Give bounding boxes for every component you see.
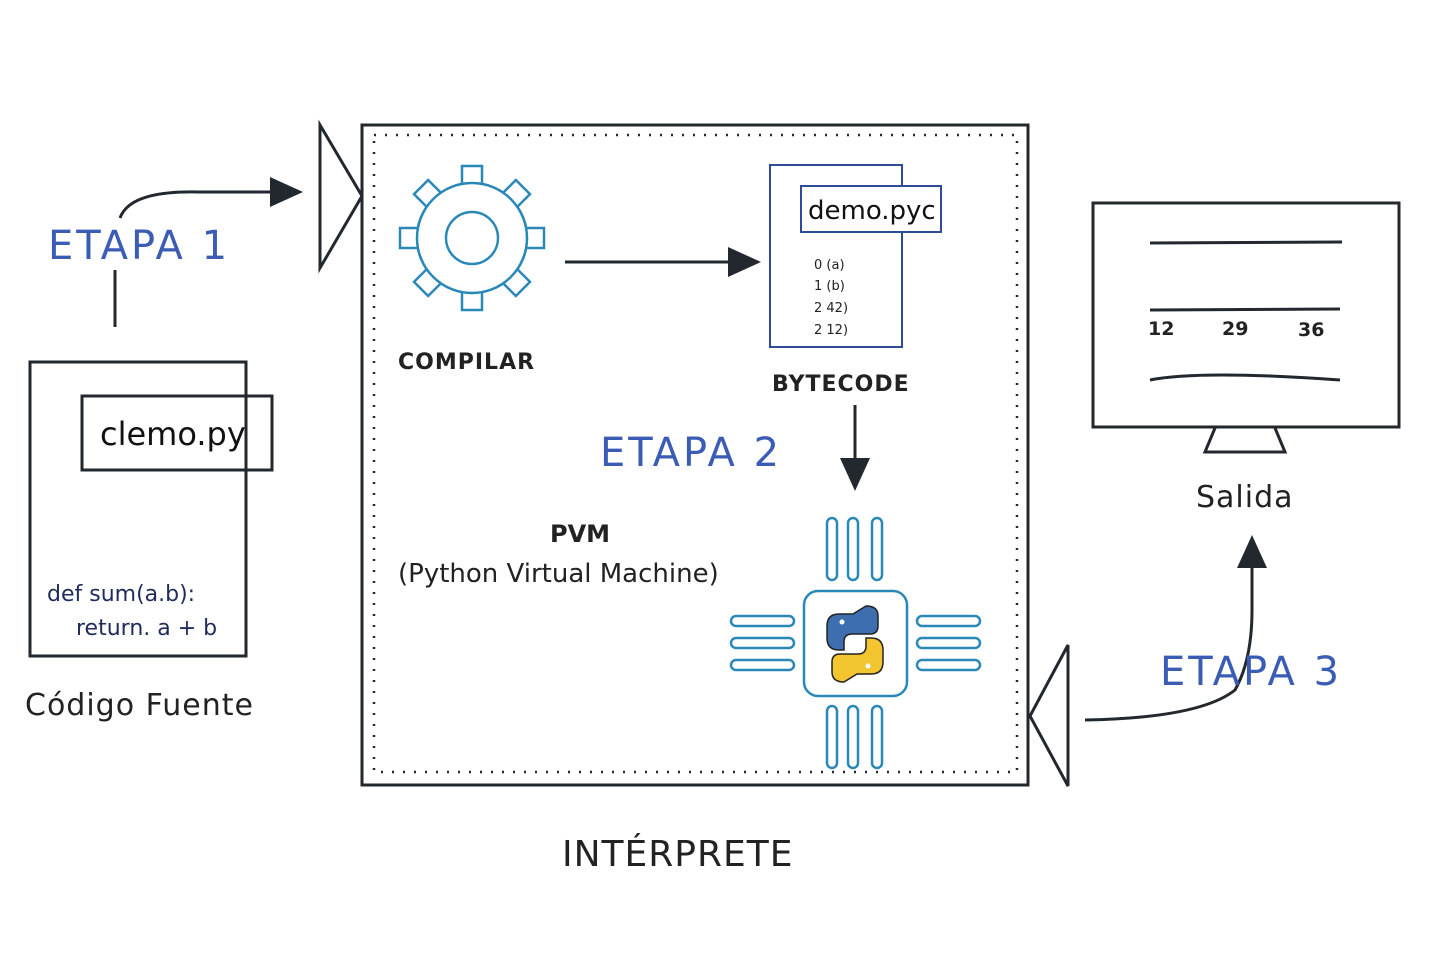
bytecode-filename-tag [800, 185, 942, 233]
stage2-label: ETAPA 2 [600, 430, 782, 476]
stage3-label: ETAPA 3 [1160, 649, 1342, 695]
stage1-label: ETAPA 1 [48, 223, 230, 269]
pvm-title: PVM [550, 520, 610, 548]
output-funnel [1028, 644, 1070, 787]
gear-icon [398, 164, 546, 312]
pvm-subtitle: (Python Virtual Machine) [398, 559, 719, 589]
source-filename-tag [80, 394, 274, 472]
bytecode-file: demo.pyc 0 (a) 1 (b) 2 42) 2 12) [769, 164, 942, 348]
compile-label: COMPILAR [398, 350, 535, 375]
monitor-icon [1091, 201, 1401, 454]
bytecode-line: 0 (a) [814, 258, 845, 273]
bytecode-label: BYTECODE [772, 372, 910, 397]
cpu-chip-icon [729, 516, 982, 770]
source-code-line: return. a + b [76, 616, 217, 641]
output-value: 29 [1222, 318, 1248, 340]
bytecode-line: 1 (b) [814, 279, 845, 294]
bytecode-line: 2 42) [814, 301, 848, 316]
bytecode-filename: demo.pyc [808, 196, 936, 226]
python-logo-icon [826, 605, 884, 683]
source-caption: Código Fuente [25, 688, 254, 723]
input-funnel [318, 119, 364, 274]
interpreter-box [360, 123, 1030, 787]
stage1-arrow [118, 177, 303, 219]
stage3-arrow [1084, 535, 1267, 722]
interpreter-caption: INTÉRPRETE [562, 833, 794, 875]
source-file: clemo.py def sum(a.b): return. a + b Cód… [25, 360, 274, 723]
source-code-line: def sum(a.b): [47, 582, 195, 607]
source-filename: clemo.py [100, 415, 246, 453]
output-caption: Salida [1196, 480, 1294, 515]
output-value: 12 [1148, 318, 1174, 340]
output-value: 36 [1298, 319, 1324, 341]
bytecode-line: 2 12) [814, 323, 848, 338]
